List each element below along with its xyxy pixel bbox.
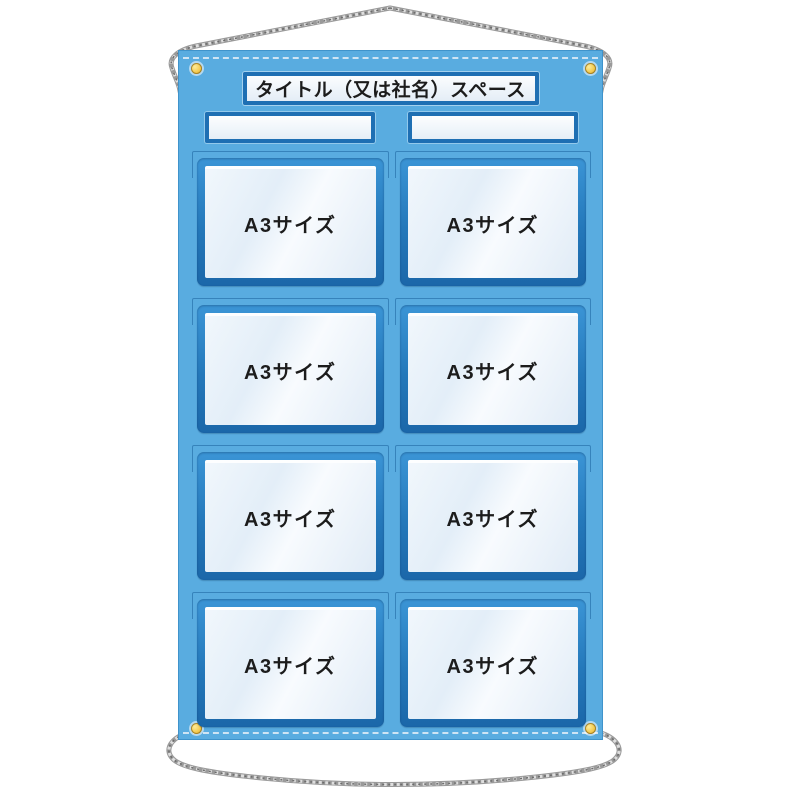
grommet-icon bbox=[585, 63, 596, 74]
pocket: A3サイズ bbox=[192, 592, 389, 739]
pocket-frame: A3サイズ bbox=[197, 599, 384, 727]
pocket-flap bbox=[394, 592, 591, 619]
header-strip bbox=[205, 112, 376, 143]
pocket-size-label: A3サイズ bbox=[244, 215, 337, 237]
pocket-sheet: A3サイズ bbox=[205, 166, 376, 278]
pocket-sheet: A3サイズ bbox=[407, 166, 578, 278]
pocket-sheet: A3サイズ bbox=[407, 313, 578, 425]
pocket-flap bbox=[394, 445, 591, 472]
grommet-icon bbox=[585, 723, 596, 734]
header-strip bbox=[407, 112, 578, 143]
pocket: A3サイズ bbox=[394, 298, 591, 445]
banner-body: タイトル（又は社名）スペース A3サイズ A3サイズ bbox=[178, 50, 603, 740]
pocket-flap bbox=[192, 592, 389, 619]
title-plate-label: タイトル（又は社名）スペース bbox=[255, 80, 526, 101]
pocket-sheet: A3サイズ bbox=[205, 460, 376, 572]
pocket-size-label: A3サイズ bbox=[244, 362, 337, 384]
title-plate: タイトル（又は社名）スペース bbox=[242, 72, 539, 105]
stitch-line-bottom bbox=[183, 732, 598, 734]
pocket-size-label: A3サイズ bbox=[446, 656, 539, 678]
pocket-frame: A3サイズ bbox=[399, 305, 586, 433]
pocket: A3サイズ bbox=[192, 298, 389, 445]
pocket-size-label: A3サイズ bbox=[244, 656, 337, 678]
pocket-frame: A3サイズ bbox=[399, 599, 586, 727]
pocket-frame: A3サイズ bbox=[399, 452, 586, 580]
pocket: A3サイズ bbox=[394, 592, 591, 739]
stitch-line-top bbox=[183, 57, 598, 59]
pocket-flap bbox=[394, 151, 591, 178]
pocket: A3サイズ bbox=[192, 151, 389, 298]
pocket-size-label: A3サイズ bbox=[446, 509, 539, 531]
pocket-frame: A3サイズ bbox=[399, 158, 586, 286]
pocket-size-label: A3サイズ bbox=[446, 215, 539, 237]
pocket-size-label: A3サイズ bbox=[244, 509, 337, 531]
header-strip-row bbox=[197, 112, 586, 144]
rope-bottom-icon bbox=[166, 729, 622, 787]
pocket-sheet: A3サイズ bbox=[407, 607, 578, 719]
pocket-sheet: A3サイズ bbox=[205, 313, 376, 425]
pocket-flap bbox=[192, 445, 389, 472]
pocket: A3サイズ bbox=[394, 151, 591, 298]
pocket-flap bbox=[192, 298, 389, 325]
pocket: A3サイズ bbox=[394, 445, 591, 592]
pocket-sheet: A3サイズ bbox=[205, 607, 376, 719]
pocket: A3サイズ bbox=[192, 445, 389, 592]
grommet-icon bbox=[191, 723, 202, 734]
grommet-icon bbox=[191, 63, 202, 74]
pocket-flap bbox=[394, 298, 591, 325]
pocket-sheet: A3サイズ bbox=[407, 460, 578, 572]
pocket-grid: A3サイズ A3サイズ A3サイズ bbox=[192, 151, 591, 739]
pocket-size-label: A3サイズ bbox=[446, 362, 539, 384]
pocket-frame: A3サイズ bbox=[197, 305, 384, 433]
pocket-frame: A3サイズ bbox=[197, 452, 384, 580]
pocket-flap bbox=[192, 151, 389, 178]
pocket-frame: A3サイズ bbox=[197, 158, 384, 286]
